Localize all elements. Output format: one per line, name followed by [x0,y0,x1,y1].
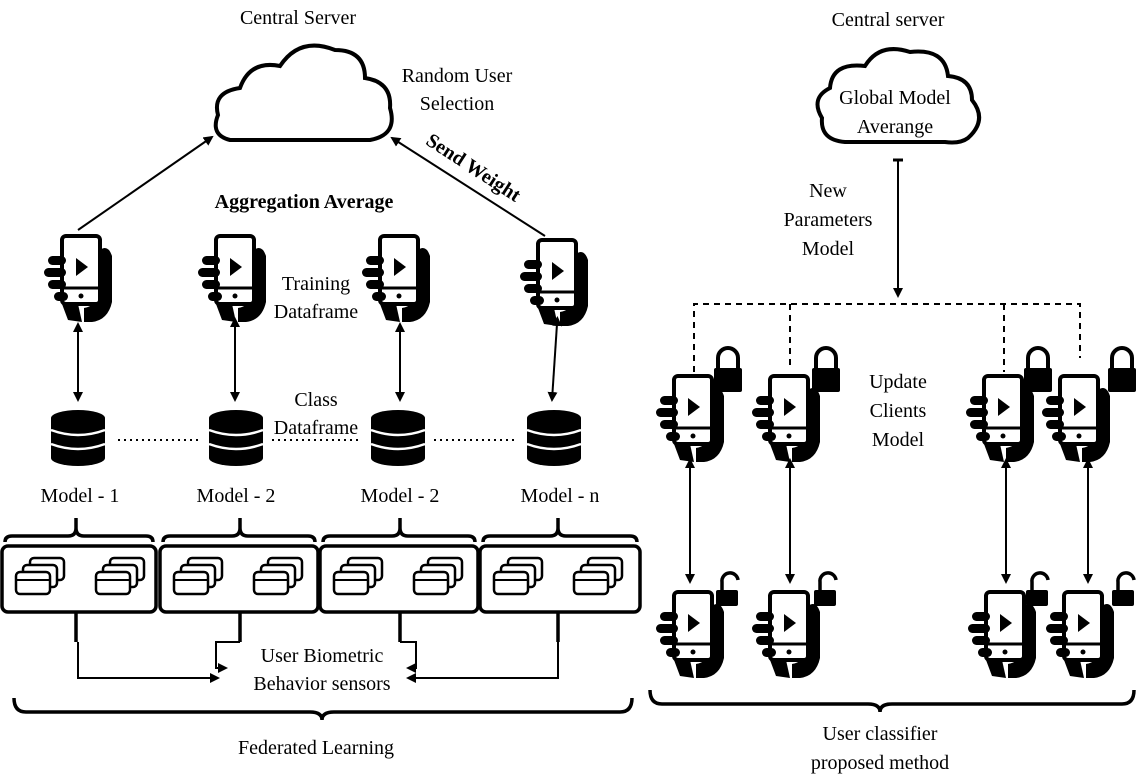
locked-phone-icon [964,374,1036,464]
model-label: Model - 1 [41,485,120,507]
locked-phone-icon [654,374,726,464]
brace [3,518,155,543]
right-cloud-icon [815,47,981,145]
lock-icon [1022,346,1054,394]
update-line1: Update [869,371,927,393]
send-weight-arrow [390,136,546,237]
locked-phone-icon [1040,374,1112,464]
lock-icon [712,346,744,394]
unlock-icon [714,571,740,608]
aggregation-label: Aggregation Average [215,191,394,213]
unlock-icon [812,571,838,608]
sensors-line2: Behavior sensors [253,673,390,695]
database-icon [49,408,107,468]
cloud-text-line1: Global Model [839,87,951,109]
training-line1: Training [282,273,350,295]
client-phone-icon [196,234,268,324]
model-label: Model - 2 [361,485,440,507]
sensors-line1: User Biometric [261,645,384,667]
left-server-title: Central Server [240,7,356,29]
upload-arrow [77,135,214,231]
sensor-connector [400,641,417,673]
bottom-bracket [12,697,634,721]
brace [481,518,639,543]
training-line2: Dataframe [274,301,359,323]
lock-icon [810,346,842,394]
database-icon [525,408,583,468]
unlocked-phone-icon [750,590,822,680]
class-df-line2: Dataframe [274,417,359,439]
unlocked-phone-icon [654,590,726,680]
brace [161,518,317,543]
left-cloud-icon [213,43,394,142]
client-phone-icon [518,238,590,328]
database-icon [207,408,265,468]
random-user-line2: Selection [420,93,494,115]
new-params-line3: Model [802,238,855,260]
bottom-bracket [648,689,1136,713]
model-label: Model - n [521,485,600,507]
new-params-line2: Parameters [784,209,873,231]
sensor-connector [215,641,240,673]
class-df-line1: Class [294,389,338,411]
lock-icon [1106,346,1138,394]
right-server-title: Central server [832,9,945,31]
brace [321,518,477,543]
random-user-line1: Random User [402,65,513,87]
client-phone-icon [360,234,432,324]
sensor-connector [77,642,220,683]
dashed-distribution [693,303,1081,372]
client-phone-icon [42,234,114,324]
right-caption-line1: User classifier [823,723,938,745]
unlocked-phone-icon [966,590,1038,680]
update-line3: Model [872,429,925,451]
sensor-connector [406,642,559,683]
unlock-icon [1110,571,1136,608]
unlocked-phone-icon [1044,590,1116,680]
left-caption: Federated Learning [238,737,394,759]
update-line2: Clients [870,400,927,422]
database-icon [369,408,427,468]
new-params-line1: New [809,180,847,202]
unlock-icon [1024,571,1050,608]
right-caption-line2: proposed method [811,752,949,774]
cloud-text-line2: Averange [857,116,933,138]
locked-phone-icon [750,374,822,464]
sync-arrow [547,316,562,402]
model-label: Model - 2 [197,485,276,507]
